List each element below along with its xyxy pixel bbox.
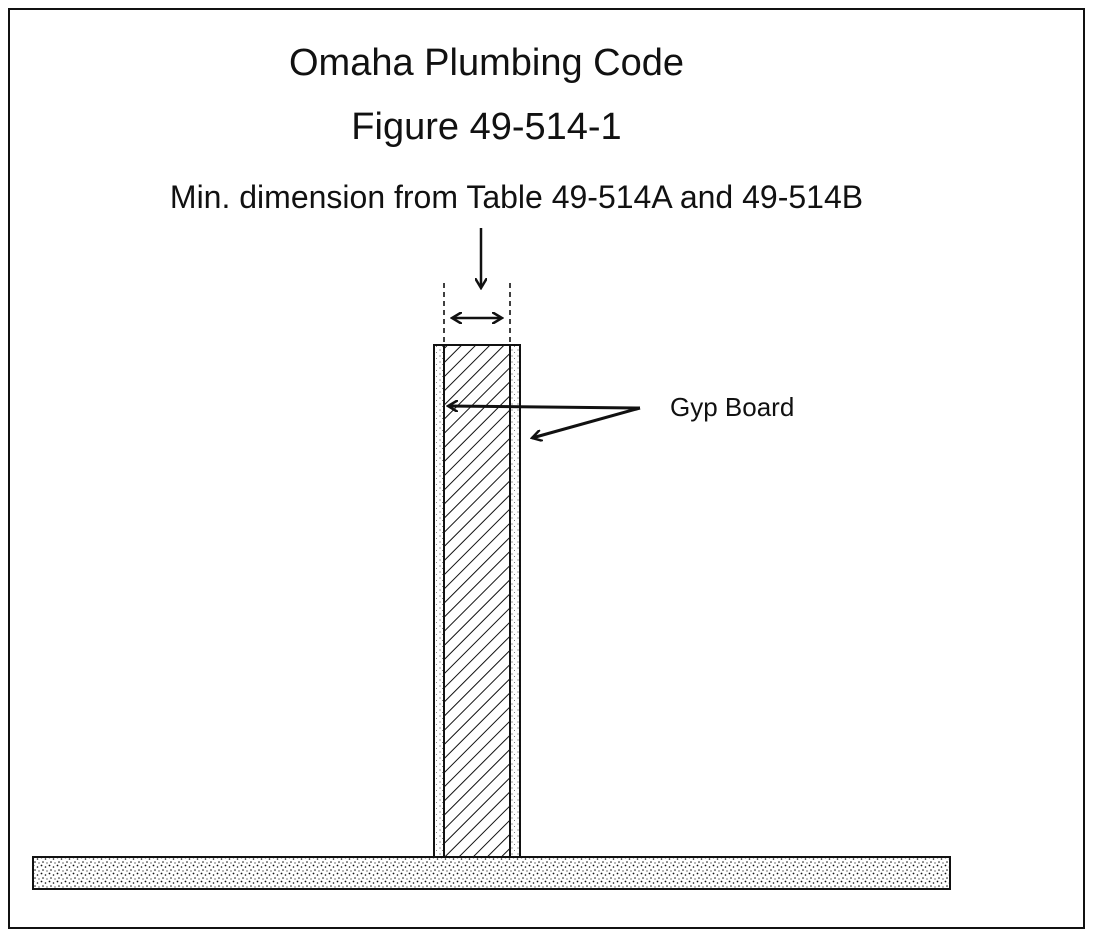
figure-number: Figure 49-514-1 [351, 106, 622, 148]
gyp-board-label: Gyp Board [670, 392, 795, 422]
gyp-board-leader-right [532, 406, 641, 438]
stud-core-hatch [445, 346, 509, 856]
right-gyp-board [509, 344, 521, 858]
figure-frame [8, 8, 1085, 929]
gyp-board-leader-left [448, 406, 641, 408]
code-title: Omaha Plumbing Code [289, 42, 684, 84]
dimension-label: Min. dimension from Table 49-514A and 49… [169, 179, 864, 215]
floor-slab [32, 856, 951, 890]
left-gyp-board [433, 344, 445, 858]
